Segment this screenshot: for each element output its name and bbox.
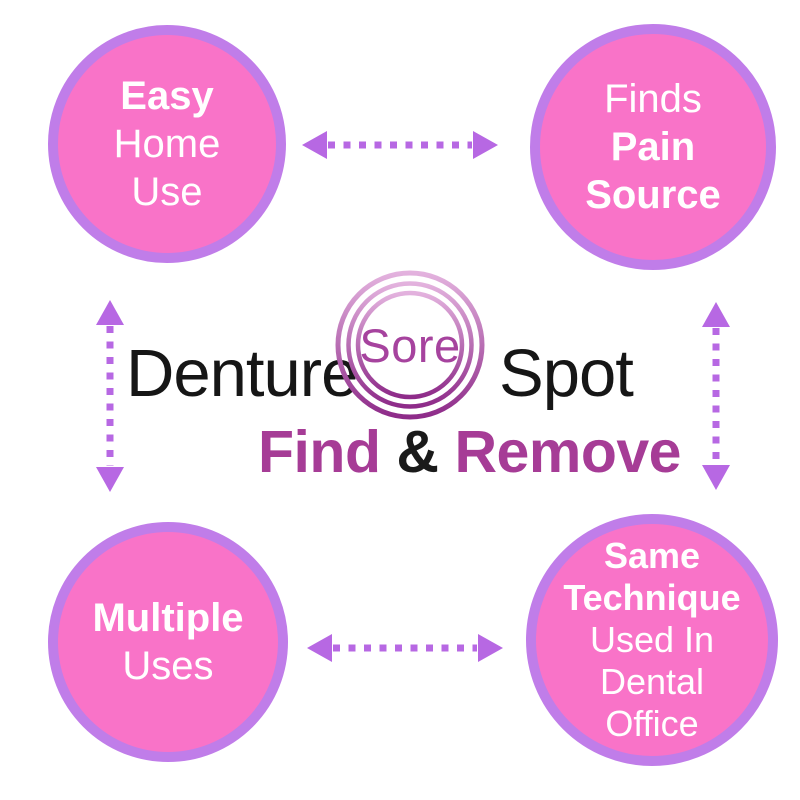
bubble-line: Pain xyxy=(610,125,696,169)
logo-word-denture: Denture xyxy=(126,336,358,411)
bubble-finds-pain-source: Finds Pain Source xyxy=(530,24,776,270)
logo-inner-ring xyxy=(355,290,465,400)
arrow-head-icon xyxy=(307,634,332,662)
bubble-line: Used In xyxy=(589,619,715,660)
arrow-head-icon xyxy=(702,302,730,327)
bubble-line: Same xyxy=(603,535,701,576)
logo-word-spot: Spot xyxy=(499,336,634,411)
tagline-ampersand: & xyxy=(396,419,439,485)
bubble-line: Easy xyxy=(120,74,214,118)
tagline-space xyxy=(381,419,397,485)
bubble-line: Use xyxy=(131,170,203,214)
concentric-rings-icon xyxy=(335,270,485,420)
tagline-remove: Remove xyxy=(454,419,681,485)
double-arrow-icon xyxy=(307,634,503,662)
double-arrow-icon xyxy=(702,302,730,490)
arrow-head-icon xyxy=(96,300,124,325)
arrow-head-icon xyxy=(302,131,327,159)
arrow-head-icon xyxy=(702,465,730,490)
bubble-line: Technique xyxy=(563,577,741,618)
bubble-multiple-uses: Multiple Uses xyxy=(48,522,288,762)
bubble-line: Source xyxy=(585,173,721,217)
bubble-line: Home xyxy=(113,122,221,166)
logo-middle-ring xyxy=(346,281,474,409)
bubble-same-technique: Same Technique Used In Dental Office xyxy=(526,514,778,766)
bubble-line: Office xyxy=(605,703,699,744)
bubble-easy-home-use: Easy Home Use xyxy=(48,25,286,263)
tagline-find-and-remove: Find & Remove xyxy=(258,419,681,485)
arrow-head-icon xyxy=(96,467,124,492)
bubble-line: Dental xyxy=(599,661,705,702)
bubble-line: Uses xyxy=(122,644,214,688)
logo-outer-ring xyxy=(335,270,485,420)
bubble-line: Finds xyxy=(604,77,702,121)
logo-word-sore: Sore xyxy=(359,318,461,372)
arrow-head-icon xyxy=(473,131,498,159)
arrow-head-icon xyxy=(478,634,503,662)
bubble-line: Multiple xyxy=(92,596,244,640)
double-arrow-icon xyxy=(302,131,498,159)
tagline-space xyxy=(439,419,455,485)
double-arrow-icon xyxy=(96,300,124,492)
tagline-find: Find xyxy=(258,419,381,485)
